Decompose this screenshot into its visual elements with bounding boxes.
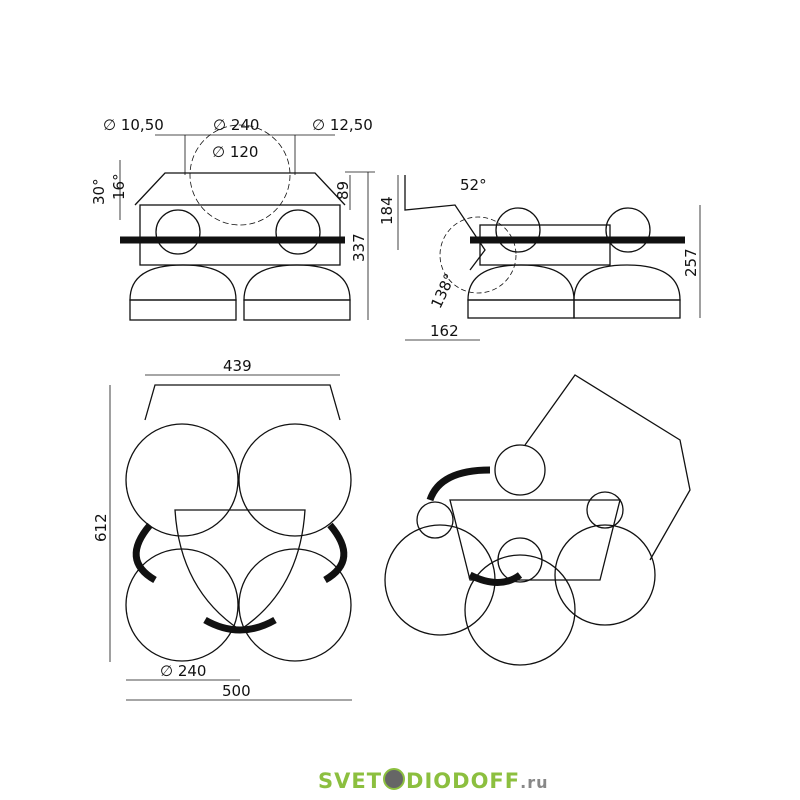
dim-diameter-120: ∅ 120 xyxy=(212,143,259,161)
brand-logo: SVET DIODOFF.ru xyxy=(318,768,548,793)
dim-height-184: 184 xyxy=(378,196,396,225)
logo-text-ru: .ru xyxy=(520,773,549,792)
dim-angle-30: 30° xyxy=(90,178,108,205)
dim-diameter-240: ∅ 240 xyxy=(213,116,260,134)
front-view xyxy=(119,124,375,321)
dim-height-337: 337 xyxy=(350,233,368,262)
logo-circle-icon xyxy=(383,768,406,790)
dim-width-162: 162 xyxy=(430,322,459,340)
dim-angle-52: 52° xyxy=(460,176,487,194)
side-view xyxy=(397,175,701,341)
dim-hole-10-50: ∅ 10,50 xyxy=(103,116,164,134)
dim-angle-16: 16° xyxy=(110,173,128,200)
dim-diameter-240-top: ∅ 240 xyxy=(160,662,207,680)
dim-height-89: 89 xyxy=(334,180,352,200)
logo-text-svet: SVET xyxy=(318,769,383,793)
top-view xyxy=(109,374,352,701)
isometric-view xyxy=(384,374,691,666)
logo-text-diodoff: DIODOFF xyxy=(406,769,521,793)
dim-width-439: 439 xyxy=(223,357,252,375)
dim-width-500: 500 xyxy=(222,682,251,700)
dim-hole-12-50: ∅ 12,50 xyxy=(312,116,373,134)
dim-height-257: 257 xyxy=(682,248,700,277)
dim-height-612: 612 xyxy=(92,513,110,542)
